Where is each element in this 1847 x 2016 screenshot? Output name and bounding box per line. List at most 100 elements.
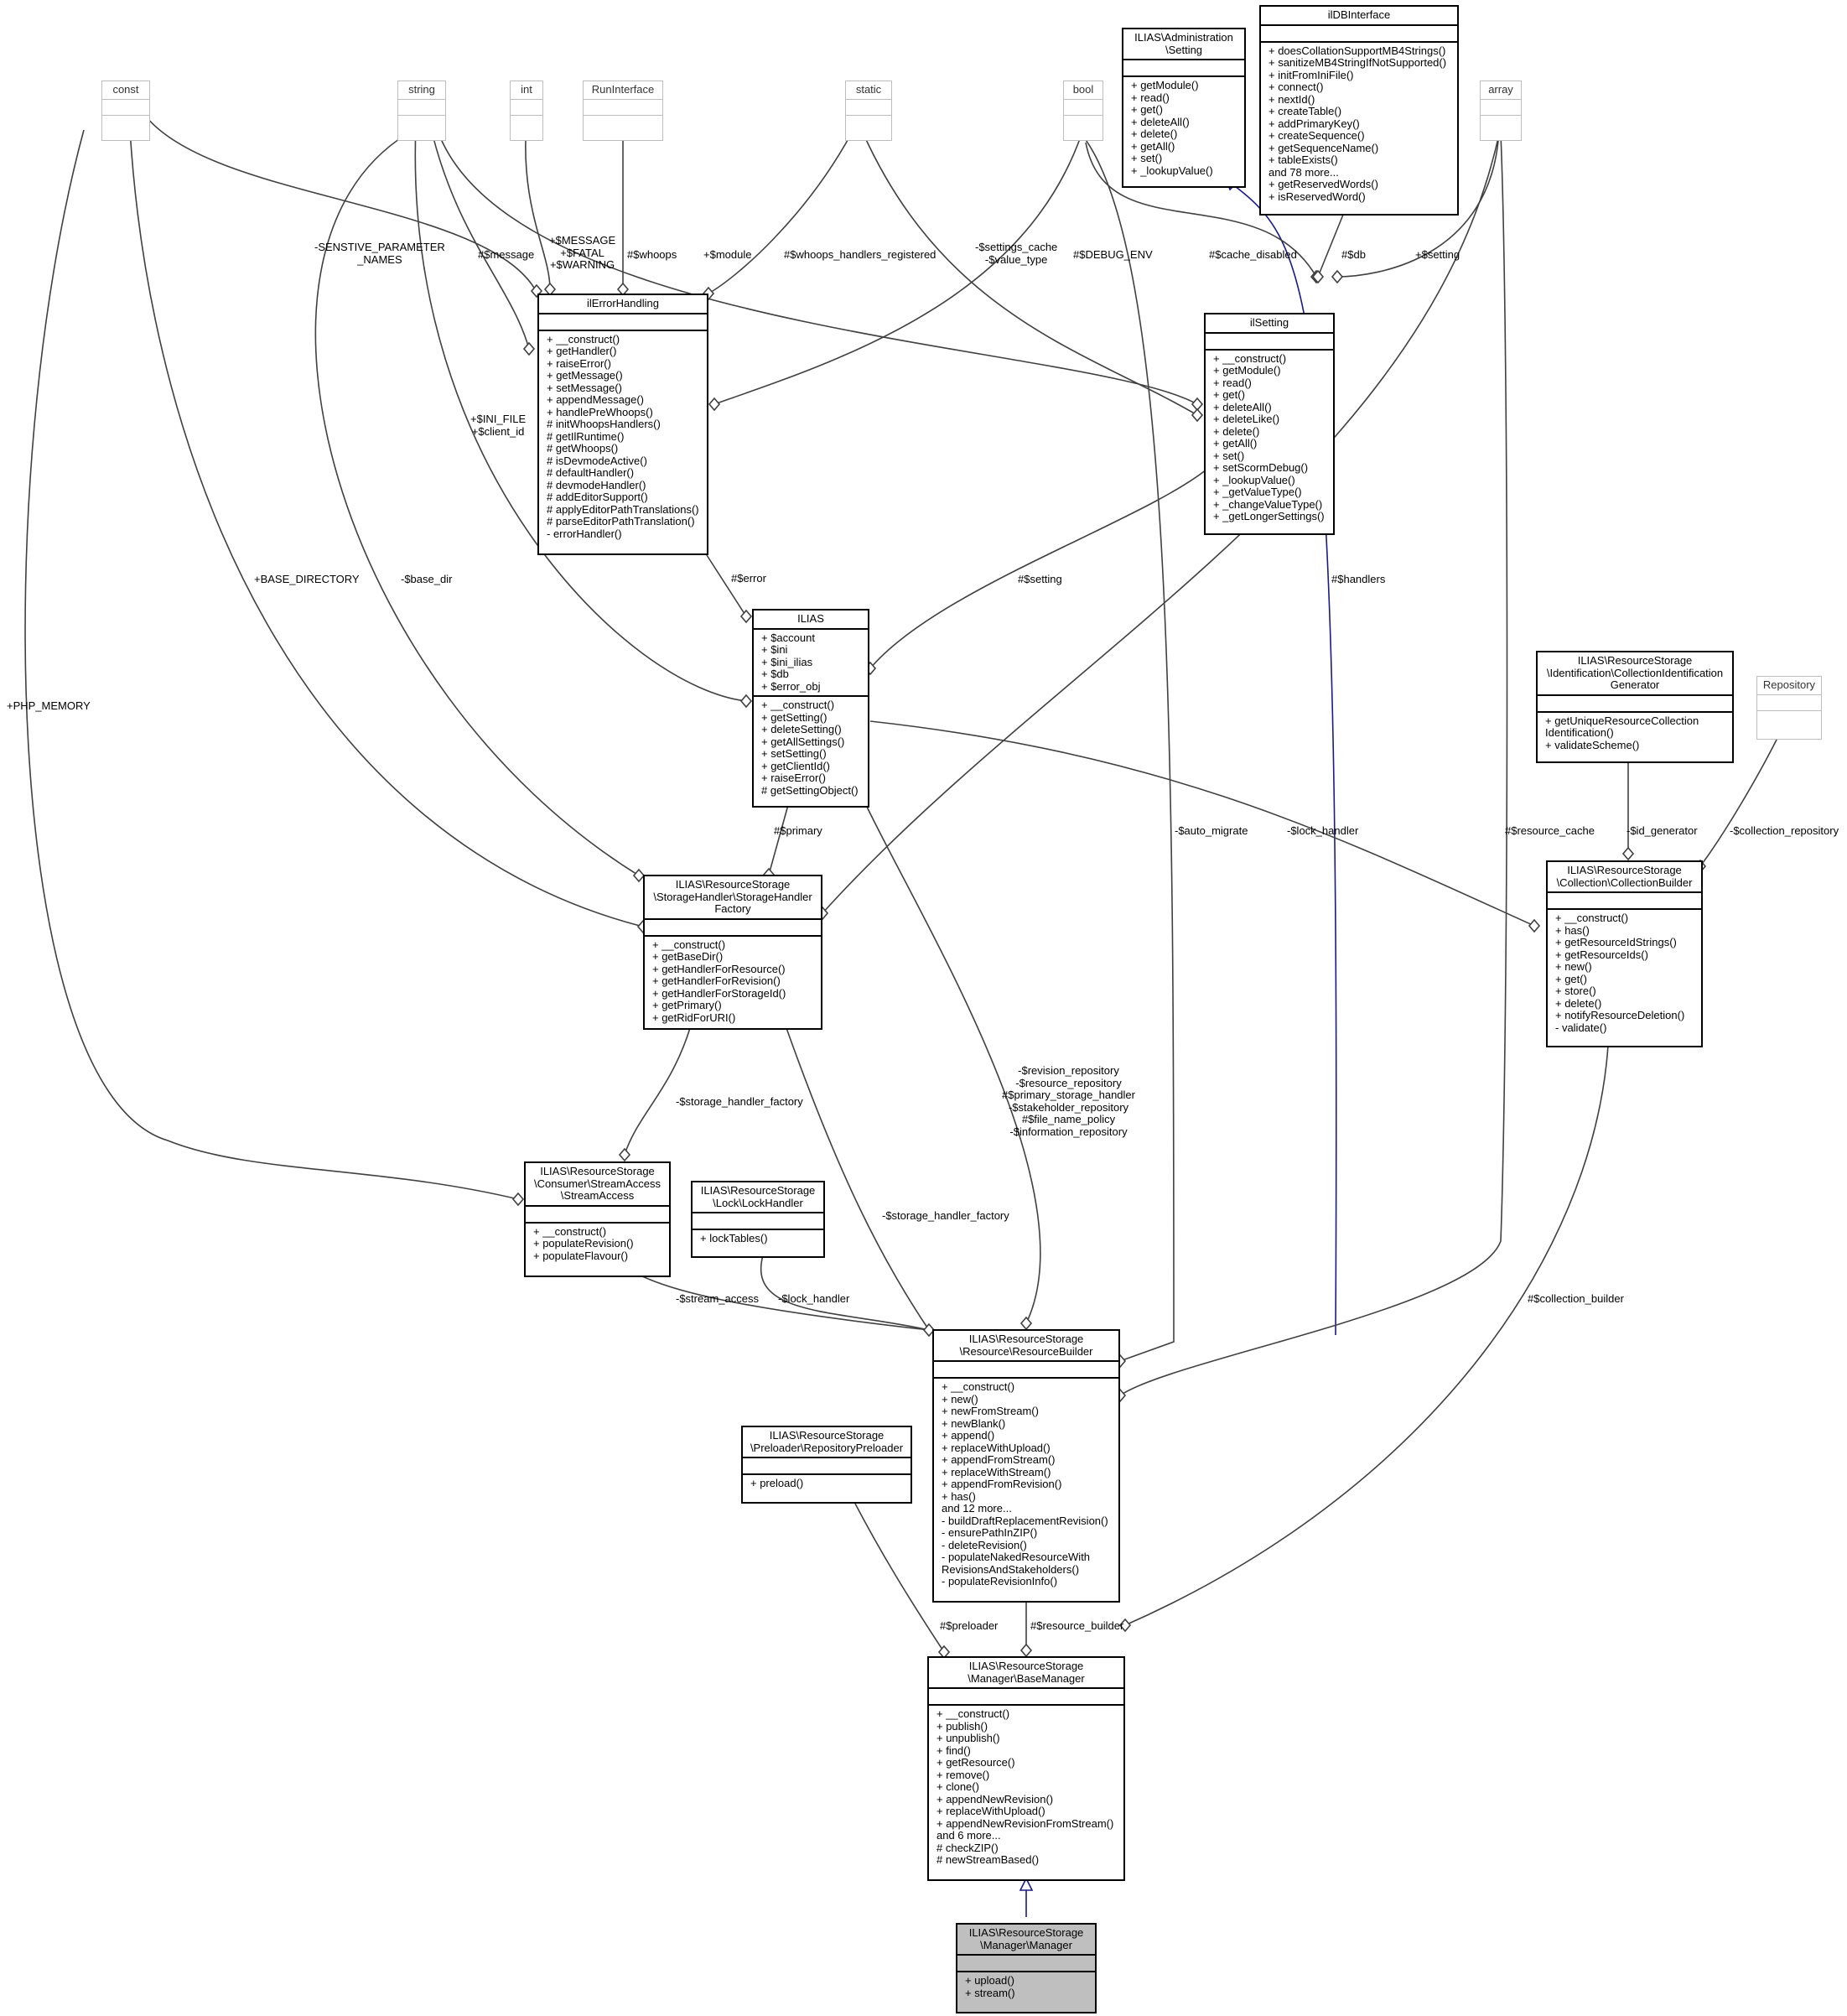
method-line: + validateScheme()	[1545, 738, 1640, 751]
method-section	[398, 114, 445, 131]
method-line: + doesCollationSupportMB4Strings()	[1269, 44, 1446, 57]
attr-section	[1261, 23, 1457, 41]
class-title: ILIAS\ResourceStorage \Collection\Collec…	[1556, 864, 1693, 889]
edge-label: #$cache_disabled	[1209, 248, 1297, 261]
edge-collection-builder-base-manager	[1124, 1045, 1609, 1626]
class-resource-builder: ILIAS\ResourceStorage \Resource\Resource…	[932, 1329, 1120, 1603]
attr-section	[645, 917, 821, 935]
edge-label: #$setting	[1018, 573, 1062, 585]
method-line: + __construct()	[652, 938, 726, 951]
class-ilsetting: ilSetting + __construct()+ getModule()+ …	[1204, 313, 1335, 535]
method-line: + get()	[1555, 972, 1587, 985]
attr-section	[1548, 891, 1701, 908]
method-line: + populateFlavour()	[533, 1249, 629, 1262]
edge-label: -$auto_migrate	[1175, 824, 1248, 837]
attr-section	[1481, 98, 1521, 115]
method-line: + new()	[942, 1392, 978, 1405]
inherit-arrow-manager	[1019, 1877, 1034, 1891]
method-line: + appendNewRevisionFromStream()	[936, 1816, 1114, 1830]
method-section: + __construct()+ has()+ getResourceIdStr…	[1548, 908, 1701, 1037]
method-section: + __construct()+ getSetting()+ deleteSet…	[754, 695, 868, 799]
method-line: + notifyResourceDeletion()	[1555, 1009, 1685, 1021]
method-line: + tableExists()	[1269, 153, 1338, 166]
method-line: + new()	[1555, 960, 1592, 973]
method-line: + getMessage()	[547, 369, 623, 382]
method-line: + delete()	[1213, 424, 1260, 438]
method-line: + getResourceIdStrings()	[1555, 936, 1677, 948]
method-section: + __construct()+ getModule()+ read()+ ge…	[1206, 348, 1333, 526]
edge-label: -$collection_repository	[1730, 824, 1839, 837]
edge-bool-resource-builder	[1081, 133, 1175, 1362]
edge-static-ilerrorhandling	[708, 133, 852, 294]
edge-label: #$handlers	[1331, 573, 1386, 585]
class-title: static	[855, 83, 882, 96]
method-line: + getUniqueResourceCollection	[1545, 714, 1699, 727]
method-line: + preload()	[750, 1477, 804, 1489]
edge-string-ilias	[414, 125, 747, 702]
method-line: # applyEditorPathTranslations()	[547, 502, 699, 516]
edge-storage-handler-stream-access	[624, 1027, 691, 1156]
class-title: ILIAS\ResourceStorage \Lock\LockHandler	[700, 1184, 816, 1209]
method-line: + getHandlerForRevision()	[652, 974, 781, 987]
method-line: + createTable()	[1269, 105, 1342, 117]
edge-ilias-collection-builder	[869, 720, 1535, 927]
method-line: + appendNewRevision()	[936, 1792, 1054, 1806]
attr-section	[1123, 59, 1244, 75]
attr-section	[102, 98, 149, 115]
method-line: + publish()	[936, 1719, 988, 1733]
class-title: string	[408, 83, 435, 96]
method-line: + __construct()	[1213, 351, 1287, 365]
class-title: ILIAS\ResourceStorage \Manager\BaseManag…	[968, 1660, 1085, 1685]
method-section: + upload()+ stream()	[957, 1971, 1095, 2002]
attr-section	[398, 98, 445, 115]
method-line: # getSettingObject()	[761, 783, 859, 797]
method-line: + sanitizeMB4StringIfNotSupported()	[1269, 56, 1447, 69]
method-section	[102, 114, 149, 131]
class-collection-builder: ILIAS\ResourceStorage \Collection\Collec…	[1546, 860, 1703, 1047]
method-line: + nextId()	[1269, 92, 1315, 106]
class-admin-setting: ILIAS\Administration \Setting + getModul…	[1122, 28, 1246, 188]
edge-label: -$lock_handler	[1287, 824, 1359, 837]
method-line: + newFromStream()	[942, 1405, 1039, 1417]
attr-section	[846, 98, 891, 115]
attribute-line: + $error_obj	[761, 679, 821, 693]
method-line: + getRidForURI()	[652, 1011, 736, 1024]
attribute-line: + $account	[761, 631, 815, 644]
diamond-stream-access-b	[618, 1147, 631, 1162]
edge-lock-resource-builder	[760, 1255, 930, 1331]
class-ilerrorhandling: ilErrorHandling + __construct()+ getHand…	[537, 294, 708, 555]
method-line: + raiseError()	[547, 356, 611, 370]
method-line: + __construct()	[936, 1707, 1010, 1720]
class-const: const	[101, 81, 150, 141]
method-line: - populateNakedResourceWith	[942, 1551, 1091, 1563]
attr-section	[693, 1212, 823, 1229]
attribute-line: + $ini	[761, 643, 788, 656]
class-title: ILIAS\ResourceStorage \Preloader\Reposit…	[750, 1429, 904, 1454]
attr-section	[1538, 694, 1732, 711]
class-title: ILIAS\ResourceStorage \StorageHandler\St…	[653, 878, 812, 915]
edge-label: #$resource_cache	[1505, 824, 1595, 837]
edge-string-ilerrorhandling-message	[427, 112, 530, 350]
edge-label: #$message	[478, 248, 535, 261]
method-line: + store()	[1555, 985, 1596, 997]
class-title: ILIAS\ResourceStorage \Manager\Manager	[968, 1926, 1084, 1951]
method-line: + upload()	[965, 1974, 1014, 1987]
method-line: # checkZIP()	[936, 1841, 999, 1854]
edge-repository-collection-builder	[1699, 737, 1778, 867]
diamond-collection-builder-a	[1528, 918, 1541, 933]
edge-label: +BASE_DIRECTORY	[254, 573, 360, 585]
method-line: + setMessage()	[547, 381, 622, 394]
method-line: + get()	[1131, 103, 1163, 116]
method-line: - buildDraftReplacementRevision()	[942, 1514, 1108, 1527]
edge-label: #$whoops_handlers_registered	[784, 248, 936, 261]
class-stream-access: ILIAS\ResourceStorage \Consumer\StreamAc…	[524, 1161, 671, 1277]
method-line: + setScormDebug()	[1213, 461, 1309, 474]
edge-label: #$primary	[774, 824, 822, 837]
method-line: # getIlRuntime()	[547, 429, 625, 443]
method-section	[1757, 709, 1821, 726]
method-line: + read()	[1213, 376, 1252, 389]
diamond-storage-handler-c	[632, 868, 646, 883]
attr-section	[1757, 694, 1821, 710]
